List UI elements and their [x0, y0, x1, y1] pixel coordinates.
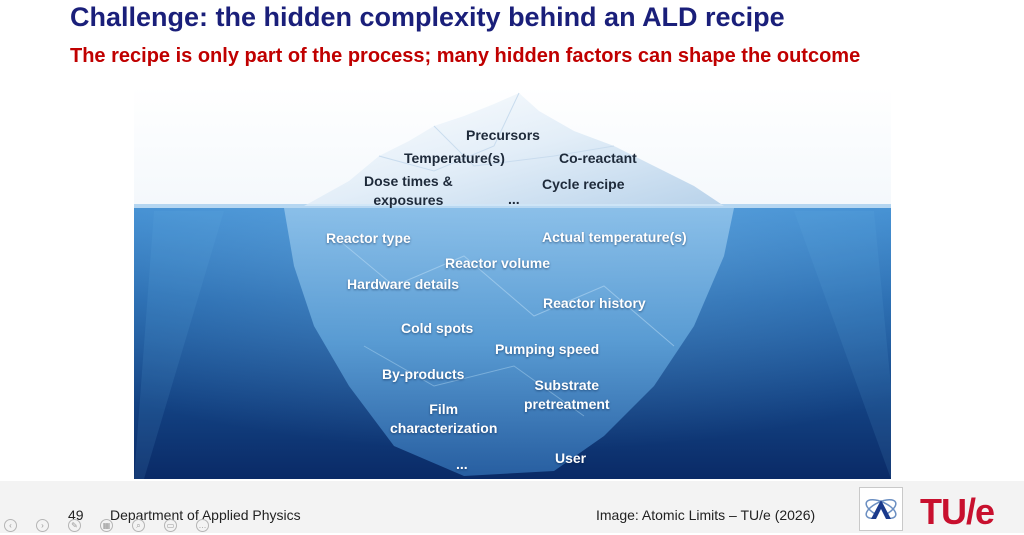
label-precursors: Precursors	[466, 127, 540, 143]
slide-title: Challenge: the hidden complexity behind …	[70, 2, 785, 32]
label-user: User	[555, 450, 587, 466]
image-credit: Image: Atomic Limits – TU/e (2026)	[596, 507, 816, 523]
label-dose-times: Dose times & exposures	[364, 173, 453, 208]
slides-grid-icon[interactable]: ▦	[100, 519, 113, 532]
pen-tool-icon[interactable]: ✎	[68, 519, 81, 532]
zoom-icon[interactable]: ⌕	[132, 519, 145, 532]
label-cold-spots: Cold spots	[401, 320, 474, 336]
label-substrate-pretreatment: Substrate pretreatment	[524, 377, 610, 412]
more-options-icon[interactable]: …	[196, 519, 209, 532]
tue-logo: TU/e	[920, 491, 995, 532]
atomic-limits-logo-icon	[859, 487, 903, 531]
iceberg-illustration	[134, 86, 891, 479]
presentation-nav-bar: ‹ › ✎ ▦ ⌕ ▭ …	[0, 519, 240, 533]
label-co-reactant: Co-reactant	[559, 150, 637, 166]
previous-slide-icon[interactable]: ‹	[4, 519, 17, 532]
iceberg-image: Precursors Temperature(s) Co-reactant Do…	[134, 86, 891, 479]
label-temperature: Temperature(s)	[404, 150, 505, 166]
label-reactor-history: Reactor history	[543, 295, 646, 311]
label-reactor-volume: Reactor volume	[445, 255, 551, 271]
label-by-products: By-products	[382, 366, 465, 382]
label-hardware-details: Hardware details	[347, 276, 460, 292]
label-above-ellipsis: ...	[508, 191, 520, 207]
label-actual-temperature: Actual temperature(s)	[542, 229, 687, 245]
next-slide-icon[interactable]: ›	[36, 519, 49, 532]
label-reactor-type: Reactor type	[326, 230, 411, 246]
label-cycle-recipe: Cycle recipe	[542, 176, 625, 192]
slide-subtitle: The recipe is only part of the process; …	[70, 45, 861, 67]
label-pumping-speed: Pumping speed	[495, 341, 600, 357]
label-film-characterization: Film characterization	[390, 401, 498, 436]
subtitles-icon[interactable]: ▭	[164, 519, 177, 532]
department-name: Department of Applied Physics	[110, 507, 301, 523]
label-below-ellipsis: ...	[456, 456, 468, 472]
